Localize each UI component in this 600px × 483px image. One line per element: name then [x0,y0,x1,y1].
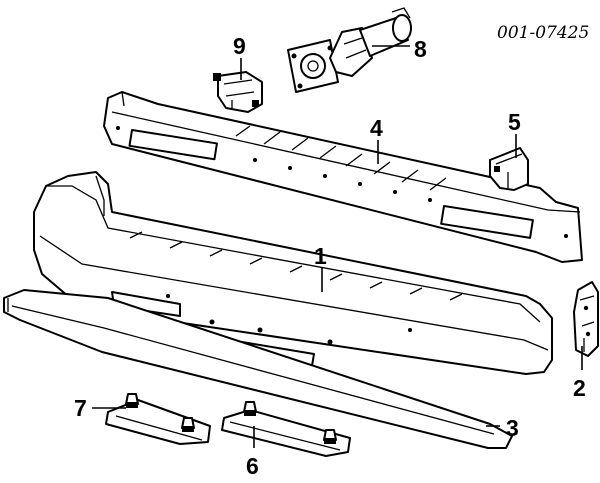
callout-2: 2 [573,375,586,401]
callout-9: 9 [233,33,246,59]
reference-code: 001-07425 [497,23,589,43]
brace-lower-part [221,401,351,457]
brace-left-part [105,393,211,445]
callout-6: 6 [246,453,259,479]
callout-4: 4 [370,115,383,141]
clip-bracket-part [213,71,263,113]
callout-8: 8 [414,36,427,62]
reinforcement-part [103,91,583,263]
leader-lines [92,45,583,448]
bracket-right-part [573,281,599,357]
callout-3: 3 [506,415,519,441]
energy-absorber-part [287,7,412,93]
callout-1: 1 [314,243,327,269]
bracket-upper-part [489,147,529,191]
lower-molding-part [3,289,513,449]
callout-7: 7 [74,395,87,421]
callout-5: 5 [508,109,521,135]
